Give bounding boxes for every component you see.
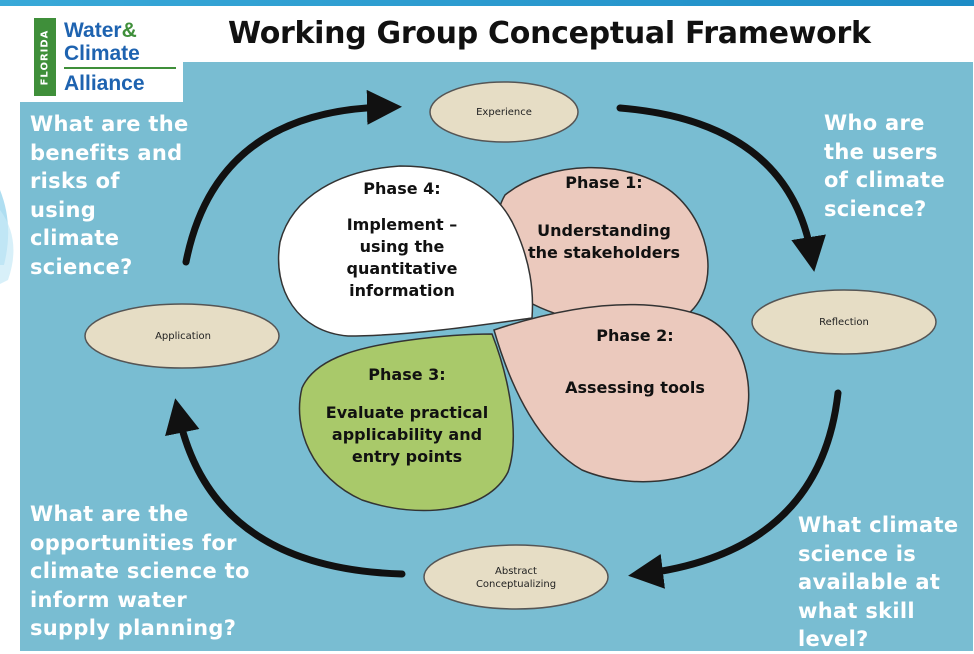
arrow-experience-to-reflection — [616, 104, 826, 272]
phase1-text: Phase 1: Understanding the stakeholders — [500, 172, 708, 264]
logo-state-bar — [34, 18, 56, 96]
logo-word-water: Water — [64, 19, 122, 42]
phase3-text: Phase 3: Evaluate practical applicabilit… — [296, 364, 518, 468]
question-line: the users — [824, 139, 938, 164]
phase1-line: the stakeholders — [527, 243, 681, 262]
phase4-text: Phase 4: Implement – using the quantitat… — [310, 178, 494, 302]
phase2-line: Assessing tools — [565, 378, 705, 397]
logo-word-climate: Climate — [64, 42, 140, 65]
question-line: available at — [798, 570, 941, 594]
phase4-line: information — [349, 281, 455, 300]
arrow-reflection-to-abstract — [628, 389, 842, 589]
phase4-line: Implement – — [346, 215, 458, 234]
abstract-conceptualizing-label: Abstract Conceptualizing — [426, 562, 606, 594]
application-node — [84, 303, 280, 369]
reflection-label: Reflection — [819, 316, 869, 328]
question-line: what skill — [798, 598, 915, 623]
question-line: inform water — [30, 587, 188, 612]
phase4-line: using the — [359, 237, 445, 256]
arrow-abstract-to-application — [165, 398, 406, 578]
phase3-line: entry points — [351, 447, 463, 466]
question-line: using — [30, 197, 97, 222]
phase3-line: Evaluate practical — [325, 403, 489, 422]
question-top-right: Who are the users of climate science? — [824, 109, 945, 223]
question-bottom-left: What are the opportunities for climate s… — [30, 500, 250, 643]
phase3-heading: Phase 3: — [368, 365, 446, 384]
slide-title: Working Group Conceptual Framework — [228, 16, 871, 51]
phase1-heading: Phase 1: — [565, 173, 643, 192]
question-line: level? — [798, 627, 869, 651]
question-line: What are the — [30, 112, 189, 136]
phase2-petal — [493, 303, 750, 483]
application-label: Application — [155, 330, 211, 342]
reflection-node — [751, 289, 937, 355]
experience-node — [429, 81, 579, 143]
arrow-application-to-experience — [182, 89, 402, 266]
phase1-line: Understanding — [537, 221, 671, 240]
question-line: science? — [824, 196, 927, 221]
top-accent-bar — [0, 0, 974, 6]
question-line: supply planning? — [30, 616, 237, 640]
phase3-line: applicability and — [331, 425, 483, 444]
abstract-conceptualizing-node — [423, 544, 609, 610]
abstract-label-line: Abstract — [495, 566, 537, 577]
question-line: What climate — [798, 513, 959, 537]
abstract-label-line: Conceptualizing — [475, 579, 557, 590]
question-bottom-right: What climate science is available at wha… — [798, 511, 958, 654]
question-line: opportunities for — [30, 530, 237, 555]
phase4-heading: Phase 4: — [363, 179, 441, 198]
logo-rule — [64, 67, 176, 69]
cycle-arrows — [165, 89, 842, 589]
question-line: science? — [30, 254, 133, 279]
decorative-streak — [0, 210, 14, 284]
question-top-left: What are the benefits and risks of using… — [30, 110, 189, 281]
question-line: What are the — [30, 502, 189, 526]
question-line: climate science to — [30, 559, 250, 583]
question-line: risks of — [30, 169, 120, 193]
question-line: benefits and — [30, 140, 183, 165]
logo-ampersand: & — [121, 19, 137, 42]
question-line: science is — [798, 541, 917, 566]
logo: FLORIDA Water& Climate Alliance — [20, 10, 183, 102]
logo-word-alliance: Alliance — [64, 72, 145, 95]
experience-label: Experience — [476, 106, 532, 118]
phase2-heading: Phase 2: — [596, 326, 674, 345]
phase4-line: quantitative — [346, 259, 458, 278]
question-line: of climate — [824, 168, 946, 192]
question-line: Who are — [824, 111, 925, 135]
phase4-petal — [277, 165, 534, 337]
phase3-petal — [298, 333, 514, 512]
question-line: climate — [30, 226, 120, 250]
logo-state: FLORIDA — [39, 29, 51, 85]
phase2-text: Phase 2: Assessing tools — [520, 325, 750, 399]
